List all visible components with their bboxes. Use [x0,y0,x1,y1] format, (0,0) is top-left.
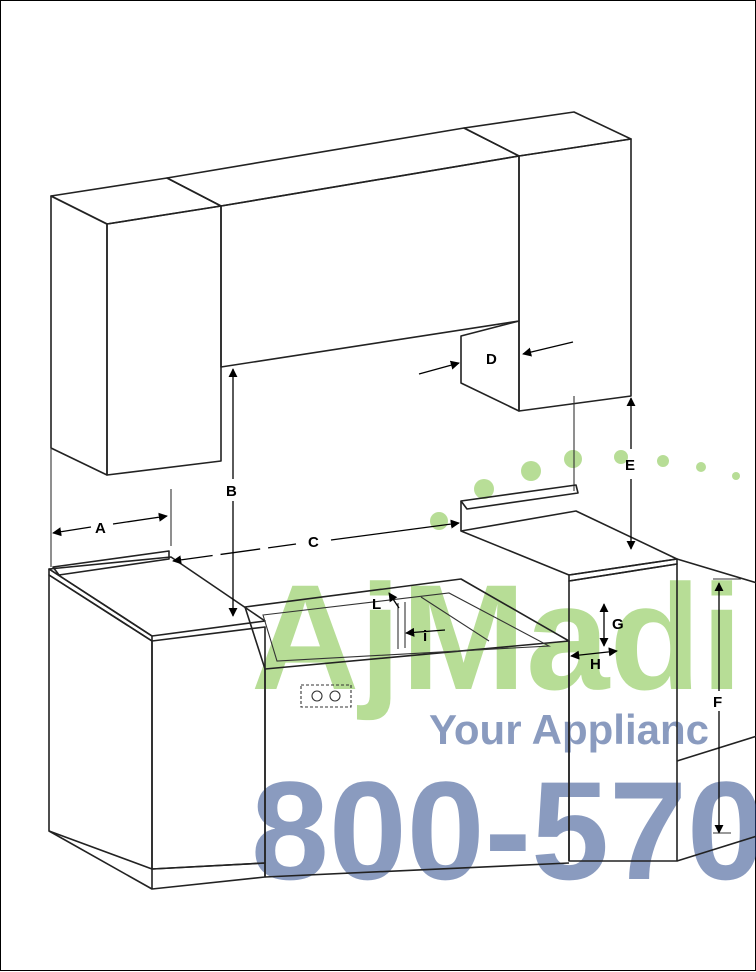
watermark-phone: 800-570- [251,752,756,909]
dimension-lines [52,341,741,834]
label-c: C [308,534,319,551]
label-d: D [486,351,497,368]
upper-center-cabinet [166,127,520,368]
label-e: E [625,457,635,474]
dimension-labels: A B C D E F G H i L [95,351,722,711]
label-h: H [590,656,601,673]
watermark-dots [430,450,740,530]
watermark: AjMadi Your Applianc 800-570- [251,450,756,909]
label-b: B [226,483,237,500]
watermark-brand: AjMadi [251,553,743,721]
upper-left-cabinet [50,177,222,476]
label-g: G [612,616,624,633]
label-l: L [372,596,381,613]
right-base-cabinet [460,484,756,862]
label-f: F [713,694,722,711]
label-i: i [423,628,427,645]
upper-right-cabinet [460,111,632,412]
label-a: A [95,520,106,537]
